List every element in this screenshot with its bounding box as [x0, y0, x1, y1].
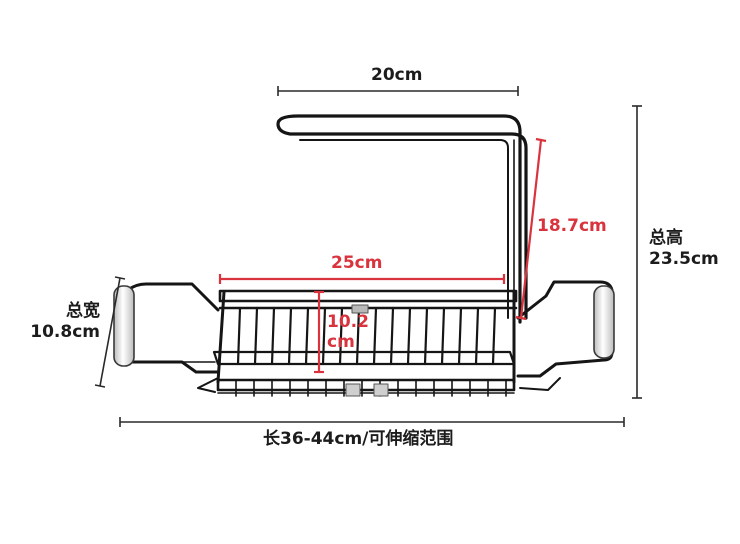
dimension-lines: [94, 86, 642, 427]
total-width-title: 总宽: [66, 301, 100, 321]
wire-basket: [212, 289, 518, 397]
slide-joint-left: [345, 383, 361, 397]
extendable-length-label: 长36-44cm/可伸缩范围: [263, 429, 454, 449]
center-clip: [351, 304, 369, 314]
bathtub-rack: [113, 114, 615, 397]
left-handle-grip: [113, 285, 135, 367]
upright-height-label: 18.7cm: [537, 216, 607, 236]
right-handle-grip: [593, 285, 615, 359]
total-height-value: 23.5cm: [649, 249, 719, 269]
basket-depth-label-unit: cm: [327, 332, 355, 352]
total-width-value: 10.8cm: [30, 322, 100, 342]
basket-wires: [236, 306, 497, 366]
top-width-label: 20cm: [371, 65, 423, 85]
left-extension-arm: [126, 282, 220, 393]
basket-depth-label-number: 10.2: [327, 312, 369, 332]
phone-holder-upright: [276, 114, 528, 324]
highlight-dimension-lines: [218, 137, 547, 374]
total-width-line: [99, 277, 121, 387]
basket-length-label: 25cm: [331, 253, 383, 273]
upright-height-line: [519, 139, 543, 319]
base-grid-wires: [235, 379, 507, 397]
total-height-title: 总高: [649, 228, 683, 248]
slide-joint-right: [373, 383, 389, 397]
